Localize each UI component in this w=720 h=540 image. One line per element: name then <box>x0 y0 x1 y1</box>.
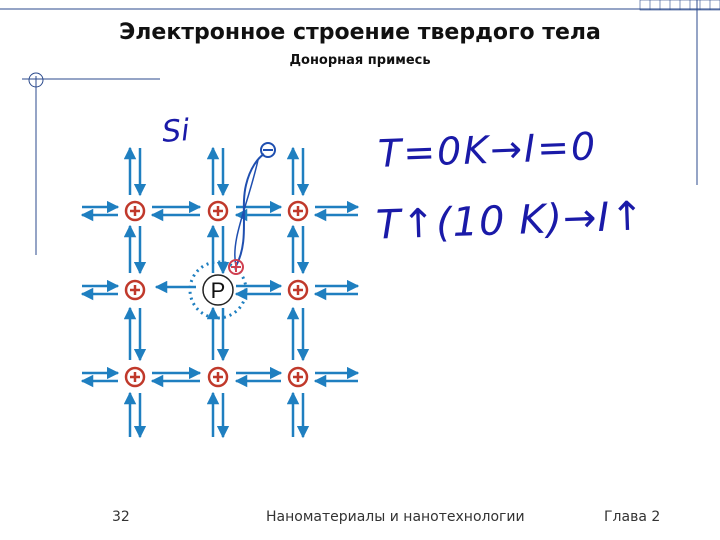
covalent-bond-arrows <box>80 146 360 439</box>
silicon-ion <box>124 200 146 222</box>
donor-ion-icon <box>228 259 244 275</box>
silicon-ion <box>207 366 229 388</box>
silicon-ion <box>287 366 309 388</box>
chapter-label: Глава 2 <box>604 509 661 525</box>
silicon-ion <box>207 200 229 222</box>
slide-title: Электронное строение твердого тела <box>119 20 601 45</box>
course-title: Наноматериалы и нанотехнологии <box>266 509 525 525</box>
donor-electron-orbit <box>188 260 248 320</box>
impurity-label: P <box>211 278 226 303</box>
silicon-ion <box>287 200 309 222</box>
slide-subtitle: Донорная примесь <box>289 53 431 68</box>
note-zero-temperature: T=0K→I=0 <box>377 124 598 176</box>
silicon-ion <box>124 366 146 388</box>
page-number: 32 <box>112 509 130 525</box>
electron-escape-path <box>235 153 265 267</box>
host-label-si: Si <box>160 113 191 150</box>
free-electron-icon <box>260 142 276 158</box>
silicon-ion <box>124 279 146 301</box>
note-heated: T↑(10 K)→I↑ <box>375 193 646 249</box>
lattice-ions <box>124 200 309 388</box>
silicon-ion <box>287 279 309 301</box>
phosphorus-atom <box>202 274 234 306</box>
